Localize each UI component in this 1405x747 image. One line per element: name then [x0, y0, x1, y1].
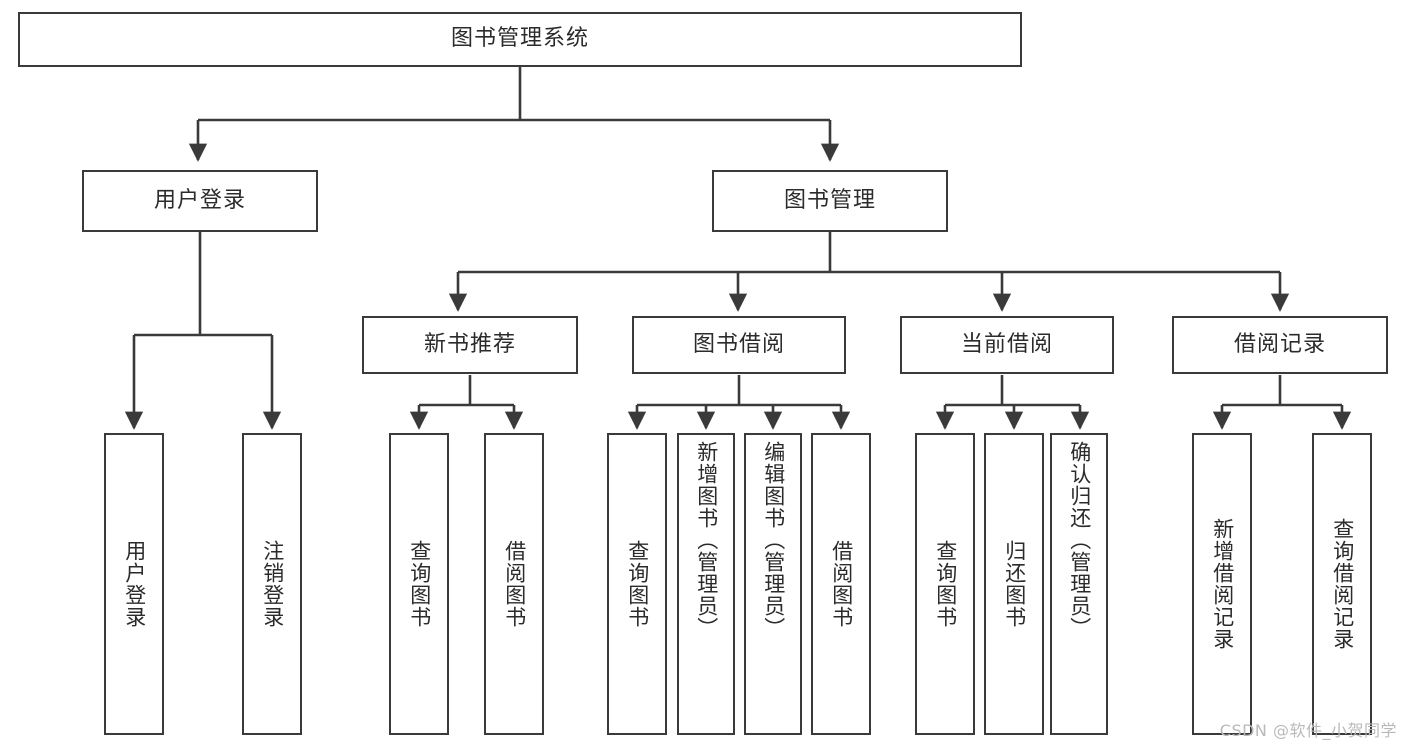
node-label: 新书推荐: [423, 331, 516, 357]
node-label: 查询图书: [933, 540, 958, 628]
leaf-current-borrow-return-book[interactable]: 归还图书: [984, 433, 1044, 735]
node-label: 借阅图书: [829, 540, 854, 628]
leaf-user-login-logout[interactable]: 注销登录: [242, 433, 302, 735]
leaf-book-borrow-query-book[interactable]: 查询图书: [607, 433, 667, 735]
node-label: 当前借阅: [960, 331, 1053, 357]
leaf-borrow-record-add-record[interactable]: 新增借阅记录: [1192, 433, 1252, 735]
leaf-book-borrow-edit-book-admin[interactable]: 编辑图书（管理员）: [744, 433, 802, 735]
node-book-borrow[interactable]: 图书借阅: [632, 316, 846, 374]
node-user-login[interactable]: 用户登录: [82, 170, 318, 232]
node-current-borrow[interactable]: 当前借阅: [900, 316, 1114, 374]
leaf-new-book-query-book[interactable]: 查询图书: [389, 433, 449, 735]
node-book-management[interactable]: 图书管理: [712, 170, 948, 232]
node-label: 归还图书: [1002, 540, 1027, 628]
node-label: 查询借阅记录: [1330, 518, 1355, 650]
node-label: 注销登录: [260, 540, 285, 628]
node-label: 借阅记录: [1233, 331, 1326, 357]
node-borrow-record[interactable]: 借阅记录: [1172, 316, 1388, 374]
node-label: 借阅图书: [502, 540, 527, 628]
node-root-book-management-system[interactable]: 图书管理系统: [18, 12, 1022, 67]
node-new-book-recommend[interactable]: 新书推荐: [362, 316, 578, 374]
node-label: 用户登录: [153, 187, 246, 213]
leaf-current-borrow-confirm-return-admin[interactable]: 确认归还（管理员）: [1050, 433, 1108, 735]
node-label: 确认归还（管理员）: [1067, 441, 1092, 639]
leaf-book-borrow-borrow-book[interactable]: 借阅图书: [811, 433, 871, 735]
watermark: CSDN @软件_小贺同学: [1219, 721, 1397, 740]
node-label: 查询图书: [625, 540, 650, 628]
node-label: 新增图书（管理员）: [694, 441, 719, 639]
node-label: 图书管理: [783, 187, 876, 213]
leaf-borrow-record-query-record[interactable]: 查询借阅记录: [1312, 433, 1372, 735]
leaf-user-login-login[interactable]: 用户登录: [104, 433, 164, 735]
node-label: 用户登录: [122, 540, 147, 628]
node-label: 图书借阅: [692, 331, 785, 357]
node-label: 查询图书: [407, 540, 432, 628]
node-label: 图书管理系统: [450, 26, 589, 52]
node-label: 新增借阅记录: [1210, 518, 1235, 650]
leaf-new-book-borrow-book[interactable]: 借阅图书: [484, 433, 544, 735]
leaf-current-borrow-query-book[interactable]: 查询图书: [915, 433, 975, 735]
leaf-book-borrow-add-book-admin[interactable]: 新增图书（管理员）: [677, 433, 735, 735]
node-label: 编辑图书（管理员）: [761, 441, 786, 639]
